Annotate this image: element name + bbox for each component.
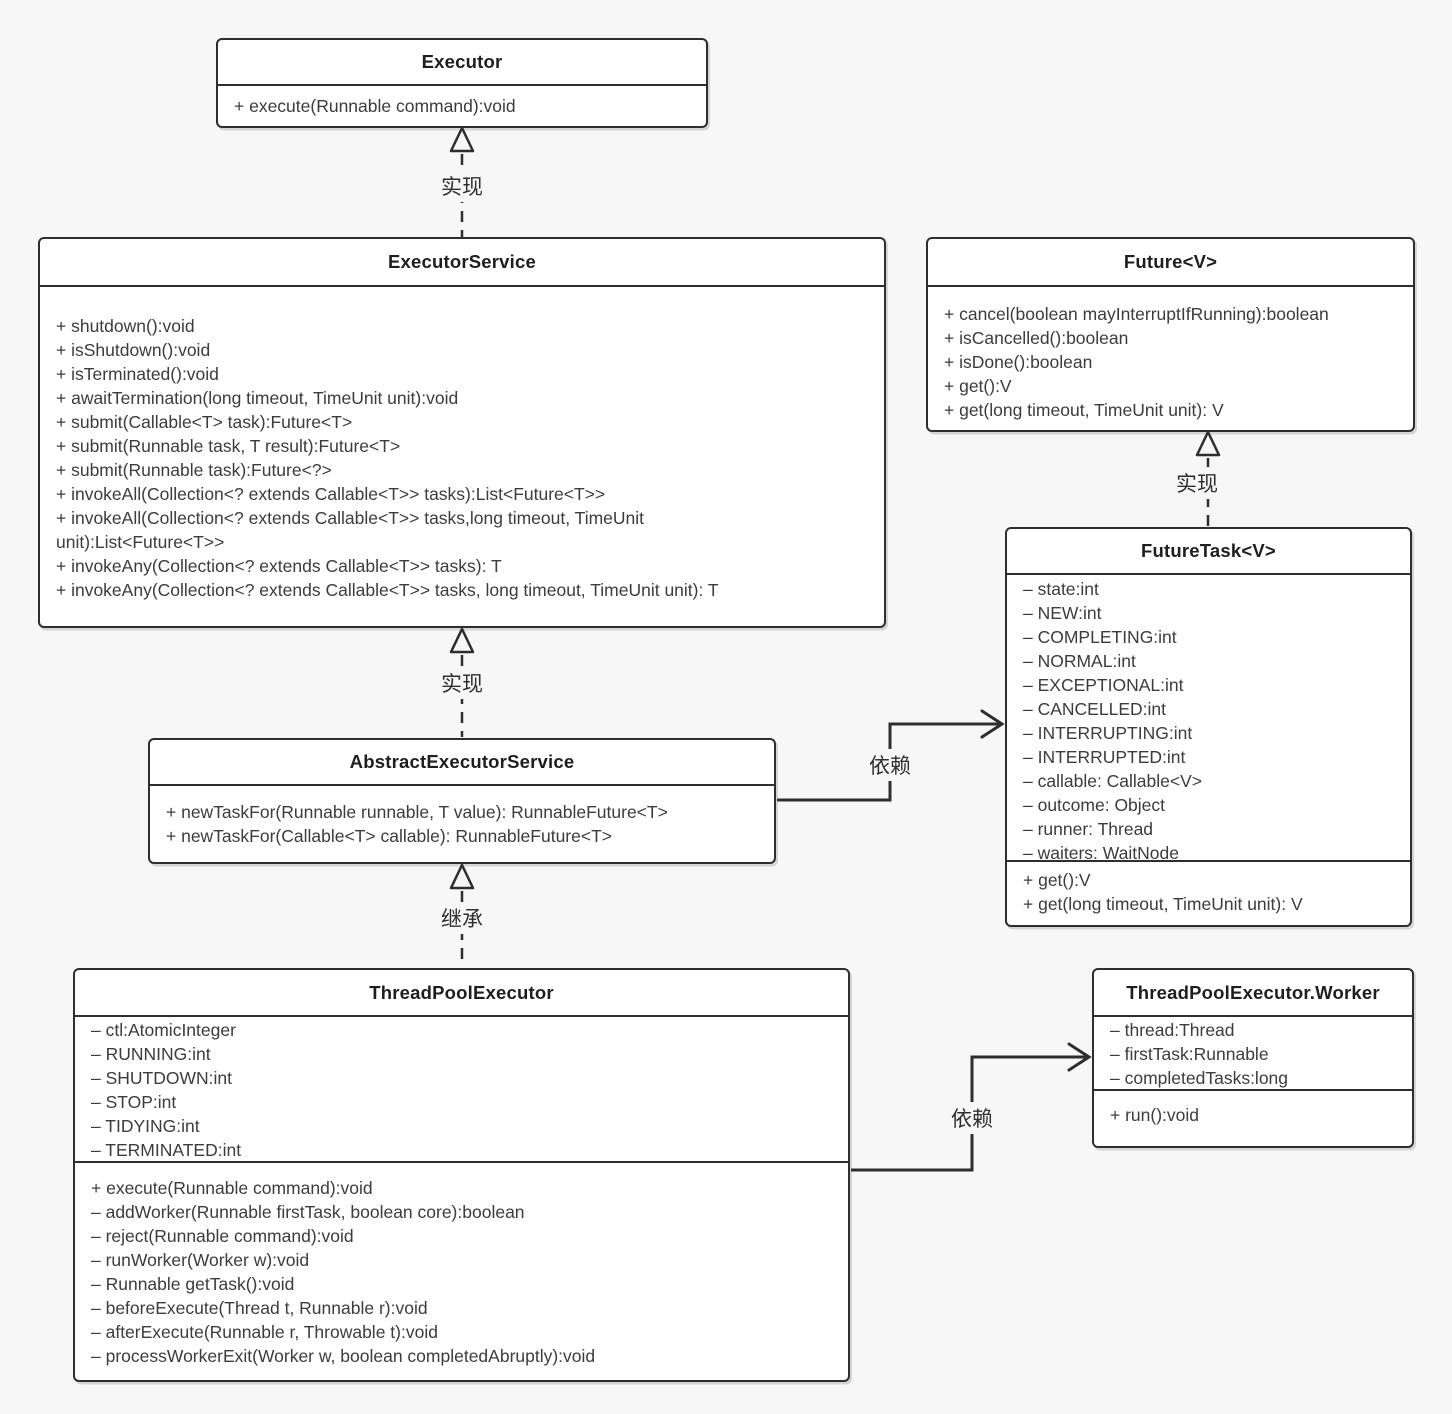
thread-pool-executor-attributes-section: – ctl:AtomicInteger – RUNNING:int – SHUTDO… [75, 1015, 848, 1161]
member-line: – processWorkerExit(Worker w, boolean co… [91, 1346, 596, 1366]
class-title-worker: ThreadPoolExecutor.Worker [1126, 981, 1380, 1003]
member-line: + awaitTermination(long timeout, TimeUni… [56, 388, 459, 408]
member-line: – SHUTDOWN:int [91, 1068, 232, 1088]
member-line: – beforeExecute(Thread t, Runnable r):vo… [91, 1298, 428, 1318]
member-line: – addWorker(Runnable firstTask, boolean … [91, 1202, 525, 1222]
member-line: – NORMAL:int [1023, 651, 1136, 671]
member-line: – INTERRUPTING:int [1023, 723, 1193, 743]
member-line: + isDone():boolean [944, 352, 1093, 372]
member-line: – outcome: Object [1023, 795, 1166, 815]
member-line: + isShutdown():void [56, 340, 211, 360]
member-line: + newTaskFor(Runnable runnable, T value)… [166, 802, 668, 822]
member-line: – reject(Runnable command):void [91, 1226, 354, 1246]
member-line: – waiters: WaitNode [1023, 843, 1179, 860]
member-line: – firstTask:Runnable [1110, 1044, 1269, 1064]
future-task-methods-section: + get():V + get(long timeout, TimeUnit un… [1007, 860, 1410, 925]
relation-label-implements-executor-service: 实现 [437, 667, 487, 699]
member-line: + invokeAll(Collection<? extends Callabl… [56, 484, 606, 504]
member-line: – completedTasks:long [1110, 1068, 1289, 1088]
member-line: + newTaskFor(Callable<T> callable): Runn… [166, 826, 612, 846]
member-line: – runWorker(Worker w):void [91, 1250, 310, 1270]
member-line: – ctl:AtomicInteger [91, 1020, 236, 1040]
member-line: – state:int [1023, 579, 1099, 599]
member-line: + invokeAny(Collection<? extends Callabl… [56, 556, 502, 576]
thread-pool-executor-methods-section: + execute(Runnable command):void – addWor… [75, 1161, 848, 1380]
member-line: + get(long timeout, TimeUnit unit): V [944, 400, 1224, 420]
worker-methods-section: + run():void [1094, 1089, 1412, 1146]
class-box-future-task: FutureTask<V> – state:int – NEW:int – COMP… [1005, 527, 1412, 927]
member-line: + isTerminated():void [56, 364, 219, 384]
executor-service-methods-section: + shutdown():void + isShutdown():void + is… [40, 285, 884, 626]
member-line: – EXCEPTIONAL:int [1023, 675, 1184, 695]
member-line: + run():void [1110, 1105, 1199, 1125]
relation-label-implements-future: 实现 [1172, 467, 1222, 499]
future-methods-section: + cancel(boolean mayInterruptIfRunning):… [928, 285, 1413, 430]
relation-label-depends-future-task: 依赖 [865, 749, 915, 781]
member-line: – COMPLETING:int [1023, 627, 1177, 647]
class-box-executor-service: ExecutorService + shutdown():void + isShu… [38, 237, 886, 628]
class-title-thread-pool-executor: ThreadPoolExecutor [369, 981, 554, 1003]
member-line: – TIDYING:int [91, 1116, 200, 1136]
member-line: – runner: Thread [1023, 819, 1154, 839]
worker-attributes-section: – thread:Thread – firstTask:Runnable – com… [1094, 1015, 1412, 1089]
relation-label-implements-executor: 实现 [437, 170, 487, 202]
member-line: + isCancelled():boolean [944, 328, 1129, 348]
member-line: + submit(Callable<T> task):Future<T> [56, 412, 353, 432]
class-box-abstract-executor-service: AbstractExecutorService + newTaskFor(Run… [148, 738, 776, 864]
relation-label-extends-abstract: 继承 [437, 902, 487, 934]
class-title-executor-service: ExecutorService [387, 251, 536, 272]
member-line: + get(long timeout, TimeUnit unit): V [1023, 894, 1303, 914]
class-title-future-task: FutureTask<V> [1141, 540, 1276, 561]
member-line: – RUNNING:int [91, 1044, 211, 1064]
member-line: – CANCELLED:int [1023, 699, 1166, 719]
member-line: + cancel(boolean mayInterruptIfRunning):… [944, 304, 1329, 324]
member-line: – afterExecute(Runnable r, Throwable t):… [91, 1322, 438, 1342]
member-line: – thread:Thread [1110, 1020, 1235, 1040]
member-line: + submit(Runnable task):Future<?> [56, 460, 332, 480]
member-line: – STOP:int [91, 1092, 177, 1112]
executor-methods-section: + execute(Runnable command):void [218, 84, 706, 126]
member-line: + get():V [944, 376, 1012, 396]
class-title-abstract-executor-service: AbstractExecutorService [349, 751, 575, 772]
class-title-executor: Executor [421, 51, 503, 72]
member-line: + get():V [1023, 870, 1091, 890]
member-line: – Runnable getTask():void [91, 1274, 295, 1294]
member-line: – callable: Callable<V> [1023, 771, 1203, 791]
member-line: + execute(Runnable command):void [91, 1178, 373, 1198]
member-line: – NEW:int [1023, 603, 1102, 623]
member-line: – TERMINATED:int [91, 1140, 242, 1160]
member-line: + invokeAny(Collection<? extends Callabl… [56, 580, 719, 600]
member-line: + execute(Runnable command):void [234, 96, 516, 116]
future-task-attributes-section: – state:int – NEW:int – COMPLETING:int – NO… [1007, 573, 1410, 860]
class-box-thread-pool-executor: ThreadPoolExecutor – ctl:AtomicInteger– … [73, 968, 850, 1382]
member-line: + submit(Runnable task, T result):Future… [56, 436, 401, 456]
class-title-future: Future<V> [1123, 251, 1218, 272]
abstract-executor-service-methods-section: + newTaskFor(Runnable runnable, T value)… [150, 784, 774, 862]
class-box-worker: ThreadPoolExecutor.Worker – thread:Threa… [1092, 968, 1414, 1148]
member-line: – INTERRUPTED:int [1023, 747, 1186, 767]
member-line: + shutdown():void [56, 316, 195, 336]
relation-label-depends-worker: 依赖 [947, 1102, 997, 1134]
member-line: unit):List<Future<T>> [56, 532, 225, 552]
class-box-executor: Executor + execute(Runnable command):voi… [216, 38, 708, 128]
class-box-future: Future<V> + cancel(boolean mayInterruptI… [926, 237, 1415, 432]
member-line: + invokeAll(Collection<? extends Callabl… [56, 508, 645, 528]
